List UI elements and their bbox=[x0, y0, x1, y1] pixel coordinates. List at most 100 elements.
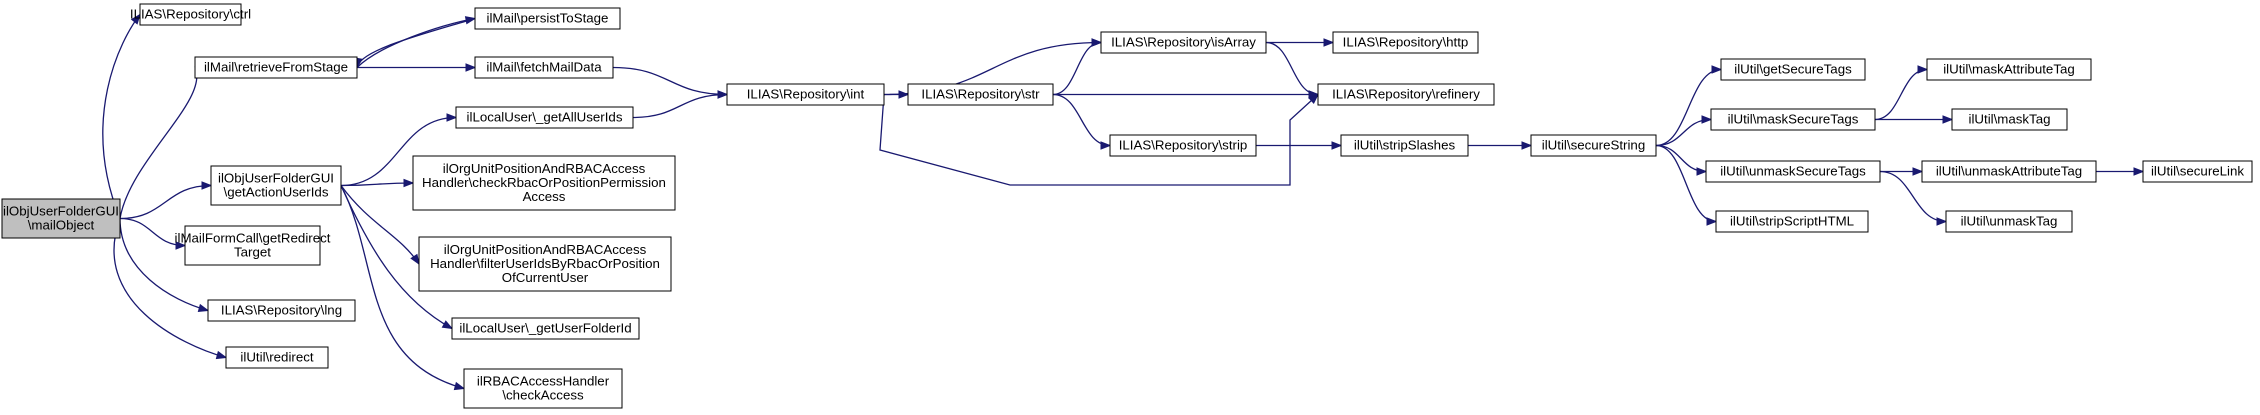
edge-line bbox=[340, 185, 420, 265]
node-ilutil-maskattributetag[interactable]: ilUtil\maskAttributeTag bbox=[1926, 58, 2092, 81]
edge-n23-n5 bbox=[632, 90, 729, 119]
edge-line bbox=[340, 185, 465, 390]
edge-arrowhead bbox=[453, 381, 466, 391]
node-box bbox=[210, 165, 342, 206]
edge-line bbox=[102, 14, 141, 219]
node-ilmail-fetchmaildata[interactable]: ilMail\fetchMailData bbox=[474, 56, 614, 79]
node-ilutil-securelink[interactable]: ilUtil\secureLink bbox=[2142, 160, 2253, 183]
edge-n0-n1 bbox=[102, 13, 141, 219]
node-ilias-repository-http[interactable]: ILIAS\Repository\http bbox=[1332, 31, 1479, 54]
edge-line bbox=[1655, 68, 1722, 147]
node-box bbox=[1340, 134, 1469, 157]
node-label: Handler\filterUserIdsByRbacOrPosition bbox=[430, 256, 660, 271]
edge-arrowhead bbox=[1331, 141, 1343, 150]
edge-n22-n23 bbox=[340, 113, 458, 187]
node-label: ilUtil\stripSlashes bbox=[1354, 138, 1456, 153]
node-box bbox=[1109, 134, 1257, 157]
node-label: ILIAS\Repository\strip bbox=[1119, 138, 1248, 153]
edge-arrowhead bbox=[441, 320, 454, 330]
edge-n14-n16 bbox=[1875, 115, 1954, 124]
edge-arrowhead bbox=[1942, 115, 1954, 124]
node-ilias-repository-lng[interactable]: ILIAS\Repository\lng bbox=[207, 299, 356, 322]
node-label: ilRBACAccessHandler bbox=[477, 374, 610, 389]
node-box bbox=[412, 155, 676, 211]
edge-line bbox=[113, 218, 227, 359]
edge-arrowhead bbox=[1711, 65, 1723, 74]
node-label: ilUtil\unmaskTag bbox=[1961, 214, 2058, 229]
node-label: \checkAccess bbox=[502, 388, 584, 403]
node-box bbox=[1715, 210, 1869, 233]
node-ilias-repository-str[interactable]: ILIAS\Repository\str bbox=[907, 83, 1054, 106]
node-ilias-repository-isarray[interactable]: ILIAS\Repository\isArray bbox=[1100, 31, 1267, 54]
node-label: ilMail\fetchMailData bbox=[486, 60, 602, 75]
edge-n14-n15 bbox=[1874, 65, 1929, 121]
edge-line bbox=[356, 17, 476, 68]
node-ilias-repository-refinery[interactable]: ILIAS\Repository\refinery bbox=[1317, 83, 1495, 106]
node-ilorgunitpositionandrbacaccesshandler-checkrbacorpositionpermissionaccess[interactable]: ilOrgUnitPositionAndRBACAccessHandler\ch… bbox=[412, 155, 676, 211]
edge-arrowhead bbox=[898, 90, 910, 99]
edge-n18-n19 bbox=[2096, 167, 2145, 176]
node-ilmail-retrievefromstage[interactable]: ilMail\retrieveFromStage bbox=[194, 56, 358, 79]
node-ilias-repository-strip[interactable]: ILIAS\Repository\strip bbox=[1109, 134, 1257, 157]
edge-line bbox=[879, 94, 1319, 186]
edge-n6-n7 bbox=[1266, 38, 1335, 47]
node-ilrbacaccesshandler-checkaccess[interactable]: ilRBACAccessHandler\checkAccess bbox=[463, 368, 623, 409]
node-ilobjuserfoldergui-getactionuserids[interactable]: ilObjUserFolderGUI\getActionUserIds bbox=[210, 165, 342, 206]
edge-arrowhead bbox=[1917, 65, 1929, 74]
node-box bbox=[184, 225, 321, 266]
edge-arrowhead bbox=[2133, 167, 2145, 176]
edge-arrowhead bbox=[201, 181, 213, 190]
node-ilias-repository-int[interactable]: ILIAS\Repository\int bbox=[726, 83, 885, 106]
node-box bbox=[1926, 58, 2092, 81]
node-ilutil-masksecuretags[interactable]: ilUtil\maskSecureTags bbox=[1710, 108, 1876, 131]
node-box bbox=[1100, 31, 1267, 54]
edge-arrowhead bbox=[410, 253, 420, 266]
node-ilmail-persisttostage[interactable]: ilMail\persistToStage bbox=[474, 7, 621, 30]
node-ilutil-securestring[interactable]: ilUtil\secureString bbox=[1530, 134, 1657, 157]
edge-n22-n25 bbox=[340, 185, 420, 266]
node-box bbox=[1332, 31, 1479, 54]
edge-n0-n29 bbox=[119, 218, 210, 313]
node-box bbox=[1530, 134, 1657, 157]
node-box bbox=[474, 7, 621, 30]
node-ilutil-unmasktag[interactable]: ilUtil\unmaskTag bbox=[1945, 210, 2073, 233]
node-ilutil-stripscripthtml[interactable]: ilUtil\stripScriptHTML bbox=[1715, 210, 1869, 233]
node-box bbox=[225, 346, 329, 369]
edge-n10-n11 bbox=[1255, 141, 1343, 150]
edge-n9-n10 bbox=[1052, 93, 1112, 150]
node-label: ilUtil\unmaskAttributeTag bbox=[1936, 164, 2082, 179]
node-ilias-repository-ctrl[interactable]: ILIAS\Repository\ctrl bbox=[130, 3, 251, 26]
node-ilobjuserfoldergui-mailobject[interactable]: ilObjUserFolderGUI\mailObject bbox=[1, 198, 121, 239]
node-ilorgunitpositionandrbacaccesshandler-filteruseridsbyrbacorpositionofcurrentuser[interactable]: ilOrgUnitPositionAndRBACAccessHandler\fi… bbox=[418, 236, 672, 292]
edge-n4-n5 bbox=[612, 66, 729, 99]
edge-line bbox=[1052, 93, 1111, 147]
edge-line bbox=[1655, 144, 1707, 173]
node-label: \getActionUserIds bbox=[224, 185, 329, 200]
node-illocaluser-getuserfolderid[interactable]: ilLocalUser\_getUserFolderId bbox=[451, 317, 640, 340]
node-label: ilObjUserFolderGUI bbox=[218, 171, 334, 186]
node-label: ilLocalUser\_getUserFolderId bbox=[459, 321, 631, 336]
edge-n3-n2 bbox=[354, 17, 476, 69]
node-box bbox=[1921, 160, 2097, 183]
node-label: Access bbox=[523, 189, 566, 204]
node-label: ilMail\retrieveFromStage bbox=[204, 60, 348, 75]
edge-arrowhead bbox=[1696, 167, 1708, 176]
node-ilutil-stripslashes[interactable]: ilUtil\stripSlashes bbox=[1340, 134, 1469, 157]
node-ilutil-redirect[interactable]: ilUtil\redirect bbox=[225, 346, 329, 369]
node-label: ilUtil\maskAttributeTag bbox=[1943, 62, 2075, 77]
node-ilutil-getsecuretags[interactable]: ilUtil\getSecureTags bbox=[1720, 58, 1866, 81]
node-box bbox=[726, 83, 885, 106]
node-label: ilObjUserFolderGUI bbox=[3, 204, 119, 219]
node-box bbox=[1317, 83, 1495, 106]
node-ilutil-masktag[interactable]: ilUtil\maskTag bbox=[1951, 108, 2068, 131]
node-label: Target bbox=[234, 245, 271, 260]
edge-n9-n8 bbox=[1053, 90, 1320, 99]
node-label: ILIAS\Repository\int bbox=[747, 87, 865, 102]
node-ilutil-unmasksecuretags[interactable]: ilUtil\unmaskSecureTags bbox=[1705, 160, 1881, 183]
edge-n22-n24 bbox=[340, 178, 415, 188]
node-illocaluser-getalluserids[interactable]: ilLocalUser\_getAllUserIds bbox=[455, 106, 634, 129]
node-label: \mailObject bbox=[28, 218, 95, 233]
node-ilutil-unmaskattributetag[interactable]: ilUtil\unmaskAttributeTag bbox=[1921, 160, 2097, 183]
node-box bbox=[463, 368, 623, 409]
